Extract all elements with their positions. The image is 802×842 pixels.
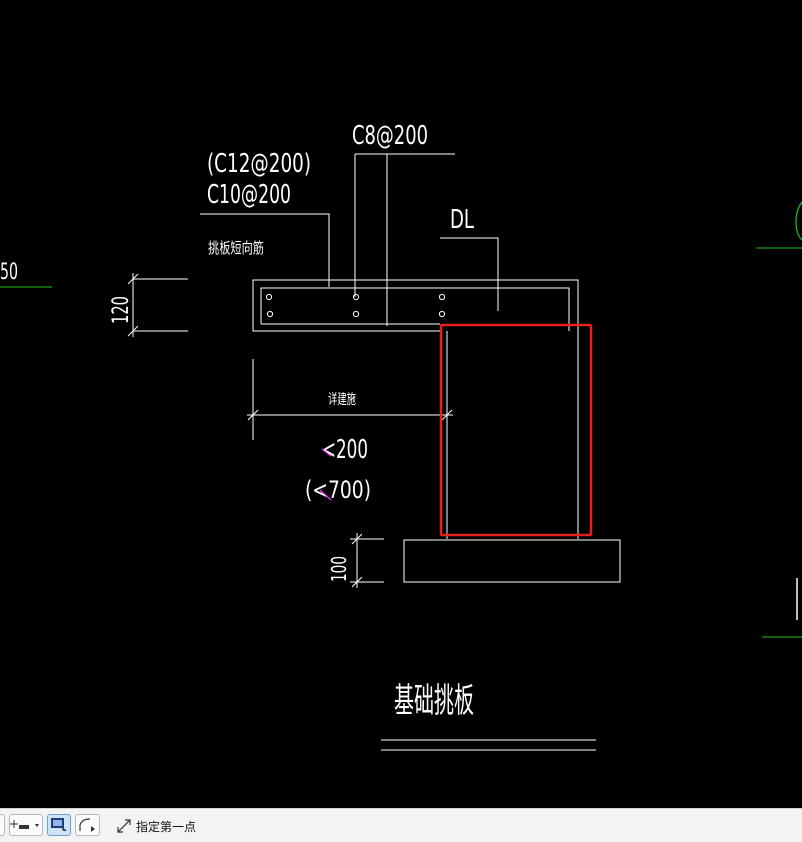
drawing-svg: 50 C8@200 (C12@200) C10@200 DL 挑板短向筋 120…: [0, 121, 802, 751]
status-bar: 指定第一点: [0, 808, 802, 842]
insert-point-dropdown-button[interactable]: [9, 814, 43, 836]
foundation-pad: [403, 539, 621, 583]
dim-width-tick-right: [441, 409, 453, 421]
rebar-dot: [265, 293, 273, 301]
label-stirrup: C8@200: [352, 121, 428, 151]
leader-distribution: [200, 213, 330, 287]
dim-width-2: (<700): [305, 476, 371, 504]
rebar-dot: [352, 293, 360, 301]
dim-width-tick-left: [247, 409, 259, 421]
drawing-title: 基础挑板: [394, 681, 474, 721]
rebar-top-line: [260, 287, 570, 331]
magenta-mark: [319, 489, 332, 501]
dim-120-tick-bottom: [127, 325, 139, 337]
screen-select-button[interactable]: [47, 814, 71, 836]
polyline-arc-button[interactable]: [75, 814, 100, 836]
label-distribution: C10@200: [207, 180, 291, 210]
dim-120-tick-top: [127, 273, 139, 285]
rebar-dot: [266, 310, 274, 318]
command-prompt: 指定第一点: [116, 817, 196, 835]
label-beam-tag: DL: [450, 205, 474, 235]
partial-button-icon[interactable]: [0, 814, 5, 836]
rebar-dot: [438, 310, 446, 318]
magenta-mark: [321, 448, 332, 457]
rebar-dot: [438, 293, 446, 301]
rebar-dot: [352, 310, 360, 318]
slab-outline: [252, 279, 579, 539]
leader-beam-tag: [440, 237, 499, 311]
dim-width-1: <200: [322, 435, 368, 465]
label-alt-distribution: (C12@200): [207, 149, 311, 179]
left-edge-label: 50: [0, 260, 18, 285]
selection-highlight-rect[interactable]: [439, 323, 593, 537]
prompt-text: 指定第一点: [136, 819, 197, 834]
cad-drawing-canvas[interactable]: 50 C8@200 (C12@200) C10@200 DL 挑板短向筋 120…: [0, 0, 802, 808]
dim-120-text: 120: [109, 296, 134, 324]
polyline-arc-icon: [79, 818, 95, 832]
label-rebar-note: 挑板短向筋: [208, 239, 264, 257]
dim-100-text: 100: [327, 556, 351, 582]
screen-select-icon: [51, 818, 67, 831]
diagonal-arrows-icon: [117, 819, 131, 833]
insert-point-dropdown-icon: [10, 820, 39, 829]
dim-width-note: 详建施: [328, 392, 356, 408]
right-edge-arc: [795, 201, 802, 241]
dim-100-tick-bottom: [351, 576, 363, 588]
dim-100-tick-top: [351, 533, 363, 545]
